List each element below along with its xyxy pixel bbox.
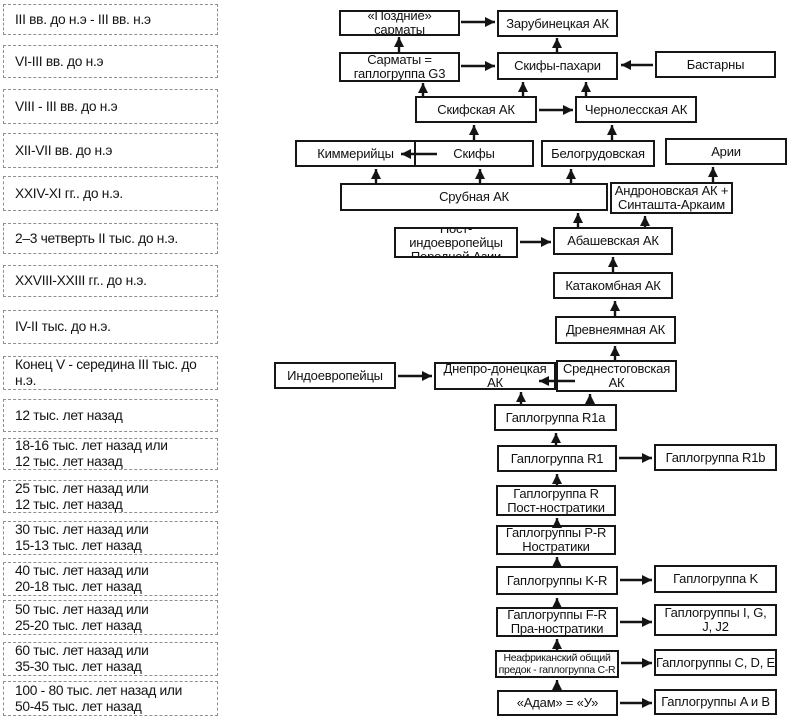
node-skify-pahari: Скифы-пахари [497, 52, 618, 80]
node-gaplogruppa-r: Гаплогруппа R Пост-ностратики [496, 485, 616, 516]
node-gaplogruppy-cde: Гаплогруппы C, D, E [654, 649, 777, 676]
node-andronovskaya-ak: Андроновская АК + Синташта-Аркаим [610, 182, 733, 214]
node-gaplogruppy-fr: Гаплогруппы F-R Пра-ностратики [496, 607, 618, 637]
node-skify: Скифы [414, 140, 534, 167]
node-gaplogruppy-kr: Гаплогруппы K-R [496, 566, 618, 595]
node-dnepro-doneckaya: Днепро-донецкая АК [434, 362, 556, 390]
timeline-item: 2–3 четверть II тыс. до н.э. [3, 223, 218, 254]
timeline-item: 50 тыс. лет назад или 25-20 тыс. лет наз… [3, 600, 218, 635]
timeline-item: 18-16 тыс. лет назад или 12 тыс. лет наз… [3, 438, 218, 470]
timeline-item: VIII - III вв. до н.э [3, 89, 218, 124]
timeline-item: 100 - 80 тыс. лет назад или 50-45 тыс. л… [3, 681, 218, 716]
timeline-item: IV-II тыс. до н.э. [3, 310, 218, 344]
node-kimmerijcy: Киммерийцы [295, 140, 416, 167]
timeline-item: XII-VII вв. до н.э [3, 133, 218, 168]
node-gaplogruppy-pr: Гаплогруппы P-R Ностратики [496, 525, 616, 555]
timeline-item: XXIV-XI гг.. до н.э. [3, 176, 218, 211]
node-gaplogruppy-igj: Гаплогруппы I, G, J, J2 [654, 604, 777, 636]
node-abashevskaya-ak: Абашевская АК [553, 227, 673, 255]
node-sarmaty-g3: Сарматы = гаплогруппа G3 [339, 52, 460, 82]
timeline-item: 30 тыс. лет назад или 15-13 тыс. лет наз… [3, 521, 218, 555]
timeline-item: 25 тыс. лет назад или 12 тыс. лет назад [3, 480, 218, 513]
node-drevneyamnaya-ak: Древнеямная АК [555, 316, 676, 344]
node-srednestogovskaya: Среднестоговская АК [556, 360, 677, 392]
node-belogrudovskaya: Белогрудовская [541, 140, 655, 167]
node-arii: Арии [665, 138, 787, 165]
node-zarubineckaya-ak: Зарубинецкая АК [497, 10, 618, 37]
node-adam: «Адам» = «У» [497, 690, 618, 716]
node-gaplogruppa-k: Гаплогруппа K [654, 565, 777, 593]
node-neafrikanskij-predok: Неафриканский общий предок - гаплогруппа… [495, 650, 619, 678]
node-chernolesskaya-ak: Чернолесская АК [575, 96, 697, 123]
node-gaplogruppa-r1a: Гаплогруппа R1a [494, 404, 617, 431]
timeline-item: 12 тыс. лет назад [3, 399, 218, 432]
node-post-indoevropejcy: Пост-индоевропейцы Передней Азии [394, 227, 518, 258]
node-indoevropejcy: Индоевропейцы [274, 362, 396, 389]
timeline-item: 40 тыс. лет назад или 20-18 тыс. лет наз… [3, 562, 218, 596]
node-katakombnaya-ak: Катакомбная АК [553, 272, 673, 299]
timeline-item: XXVIII-XXIII гг.. до н.э. [3, 265, 218, 297]
node-bastarny: Бастарны [655, 51, 776, 78]
node-gaplogruppa-r1b: Гаплогруппа R1b [654, 444, 777, 471]
timeline-item: VI-III вв. до н.э [3, 45, 218, 78]
timeline-item: III вв. до н.э - III вв. н.э [3, 4, 218, 35]
node-gaplogruppy-ab: Гаплогруппы A и B [654, 689, 777, 715]
node-pozdnie-sarmaty: «Поздние» сарматы [339, 10, 460, 36]
timeline-item: Конец V - середина III тыс. до н.э. [3, 356, 218, 390]
timeline-item: 60 тыс. лет назад или 35-30 тыс. лет наз… [3, 642, 218, 676]
node-skifskaya-ak: Скифская АК [415, 96, 537, 123]
node-gaplogruppa-r1: Гаплогруппа R1 [497, 445, 617, 472]
node-srubnaya-ak: Срубная АК [340, 183, 608, 211]
